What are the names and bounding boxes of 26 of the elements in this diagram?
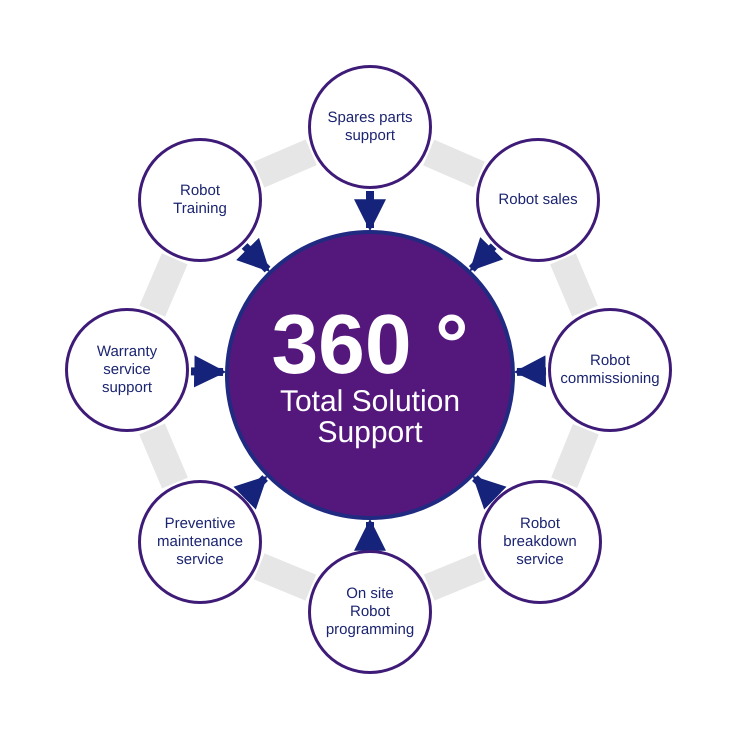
hub-number: 360 ° <box>271 302 469 386</box>
arrow <box>354 518 386 551</box>
node-label: Robot sales <box>498 191 578 209</box>
arrow <box>472 475 507 510</box>
arrow <box>514 355 546 388</box>
connector-band <box>139 253 188 317</box>
connector-band <box>424 553 486 601</box>
hub-title: Total Solution Support <box>278 386 462 448</box>
connector-band <box>254 553 316 601</box>
node-label: Robot commissioning <box>560 352 660 388</box>
node-label: Preventive maintenance service <box>156 515 244 569</box>
connector-band <box>139 423 188 489</box>
node-label: Robot Training <box>172 182 228 218</box>
connector-band <box>253 139 317 188</box>
arrow <box>236 238 270 272</box>
arrow <box>354 191 386 232</box>
arrow <box>468 237 504 272</box>
node-label: On site Robot programming <box>325 585 415 639</box>
arrow <box>233 475 268 510</box>
node-label: Robot breakdown service <box>502 515 578 569</box>
node-label: Spares parts support <box>326 109 414 145</box>
arrow <box>190 355 226 388</box>
connector-band <box>551 424 599 488</box>
connector-band <box>550 253 598 317</box>
node-label: Warranty service support <box>96 343 158 397</box>
connector-band <box>423 140 485 188</box>
